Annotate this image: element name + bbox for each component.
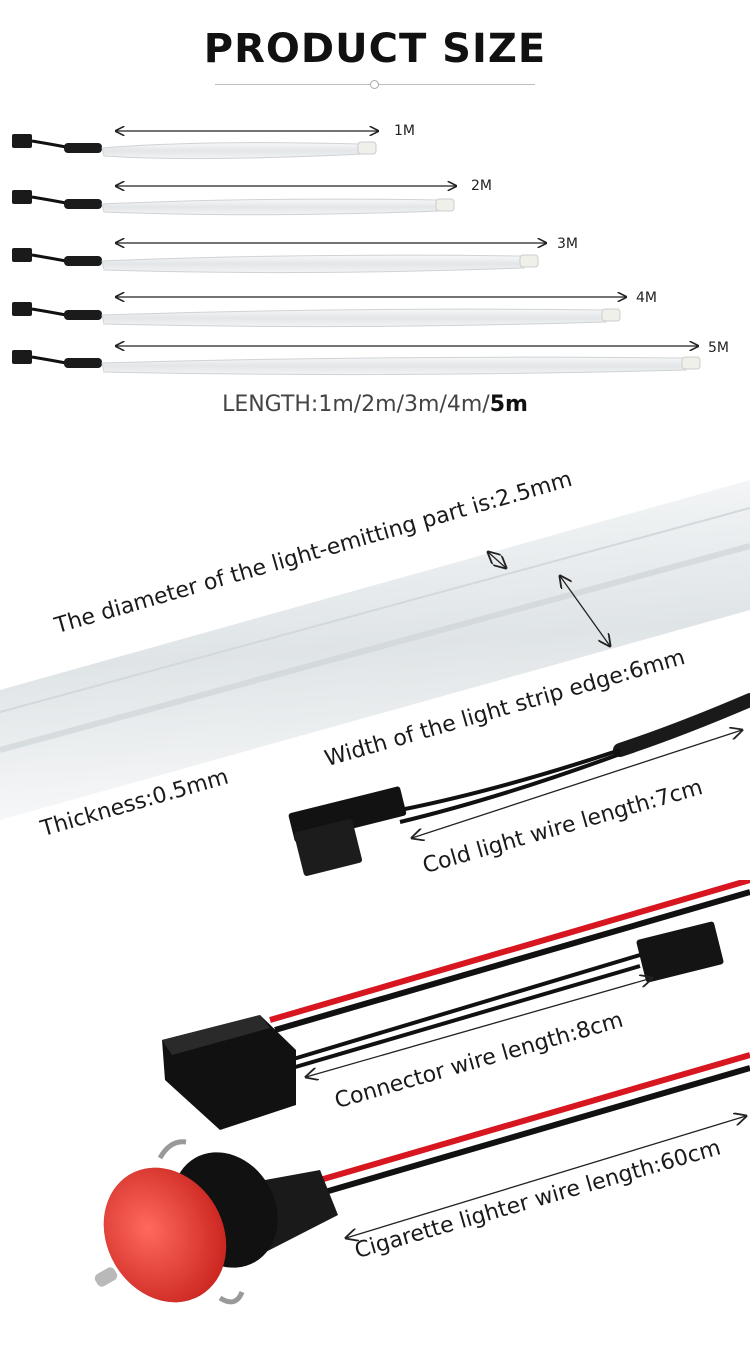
connector-head xyxy=(636,921,724,983)
strip-5m xyxy=(12,346,701,376)
length-label-4m: 4M xyxy=(636,290,657,306)
length-summary: LENGTH:1m/2m/3m/4m/5m xyxy=(0,392,750,417)
length-summary-emphasis: 5m xyxy=(489,392,528,417)
strip-4m xyxy=(12,297,626,328)
title-divider-dot xyxy=(370,80,379,89)
length-label-1m: 1M xyxy=(394,123,415,139)
strip-2m xyxy=(12,186,456,216)
connector-plug xyxy=(12,134,32,148)
length-summary-prefix: LENGTH:1m/2m/3m/4m/ xyxy=(222,392,490,417)
connector-plug-small xyxy=(288,786,407,876)
strip-1m xyxy=(12,131,378,160)
strip-closeup-illustration xyxy=(0,480,750,876)
length-label-3m: 3M xyxy=(557,236,578,252)
strip-3m xyxy=(12,243,546,274)
junction-box xyxy=(162,1015,296,1130)
page-title: PRODUCT SIZE xyxy=(203,26,547,72)
cigarette-lighter-illustration xyxy=(94,880,750,1305)
length-label-5m: 5M xyxy=(708,340,729,356)
length-label-2m: 2M xyxy=(471,178,492,194)
cigarette-plug xyxy=(94,1139,338,1305)
length-strips-illustration xyxy=(12,100,701,376)
